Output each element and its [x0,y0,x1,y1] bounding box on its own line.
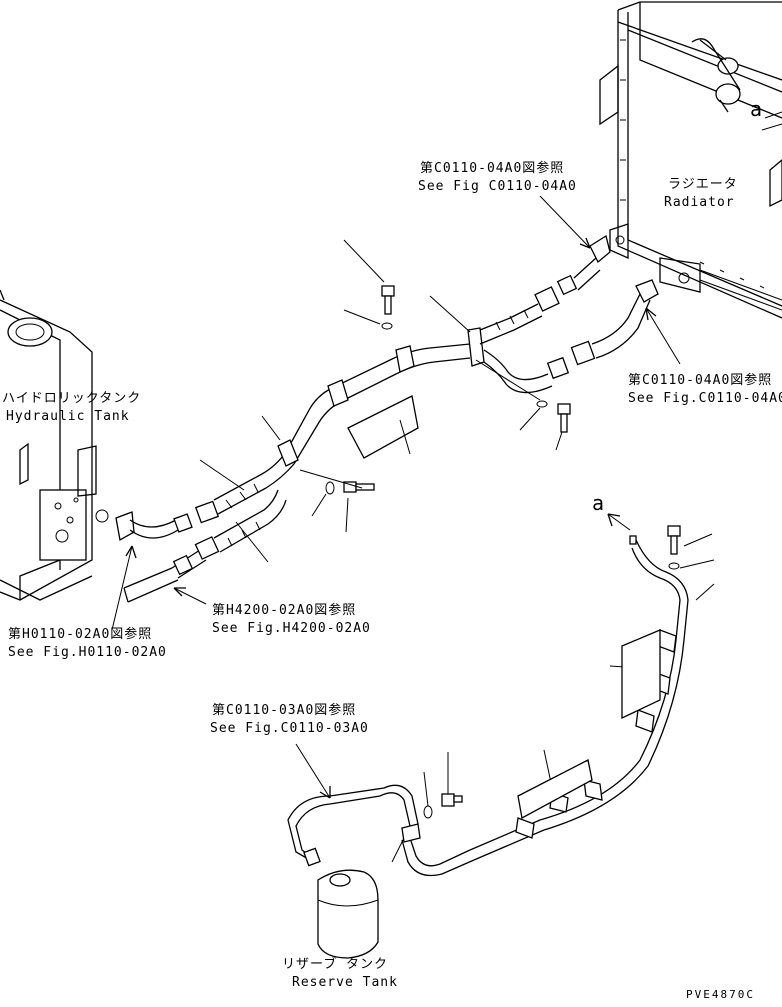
reserve-tank [317,869,379,959]
reference-arrows [111,195,681,799]
ref-h4200-02a0-ja: 第H4200-02A0図参照 [212,602,356,618]
ref-c0110-04a0-top-ja: 第C0110-04A0図参照 [420,160,564,176]
hydraulic-tank-label-en: Hydraulic Tank [6,409,130,424]
drawing-code: PVE4870C [686,988,755,1001]
ref-h0110-02a0-en: See Fig.H0110-02A0 [8,645,167,660]
radiator-label-ja: ラジエータ [668,177,738,192]
ref-h0110-02a0-ja: 第H0110-02A0図参照 [8,626,152,642]
ref-c0110-04a0-right-ja: 第C0110-04A0図参照 [628,372,772,388]
marker-a-top: a [750,97,762,121]
leader-lines [199,239,715,863]
radiator-label-en: Radiator [664,195,735,210]
ref-c0110-04a0-right-en: See Fig.C0110-04A0 [628,391,782,406]
ref-c0110-03a0-en: See Fig.C0110-03A0 [210,721,369,736]
reserve-tank-label-en: Reserve Tank [292,975,398,990]
radiator [599,1,782,319]
upper-pipe-assembly [115,234,659,603]
reserve-tank-label-ja: リザーブ タンク [282,956,388,972]
hydraulic-tank-label-ja: ハイドロリックタンク [2,391,141,406]
plate-upper [347,395,419,459]
lower-overflow-line [287,535,689,877]
hydraulic-tank [0,289,109,601]
bolts [325,285,681,819]
marker-a-mid: a [592,491,604,515]
ref-h4200-02a0-en: See Fig.H4200-02A0 [212,621,371,636]
ref-c0110-04a0-top-en: See Fig C0110-04A0 [418,179,577,194]
ref-c0110-03a0-ja: 第C0110-03A0図参照 [212,702,356,718]
